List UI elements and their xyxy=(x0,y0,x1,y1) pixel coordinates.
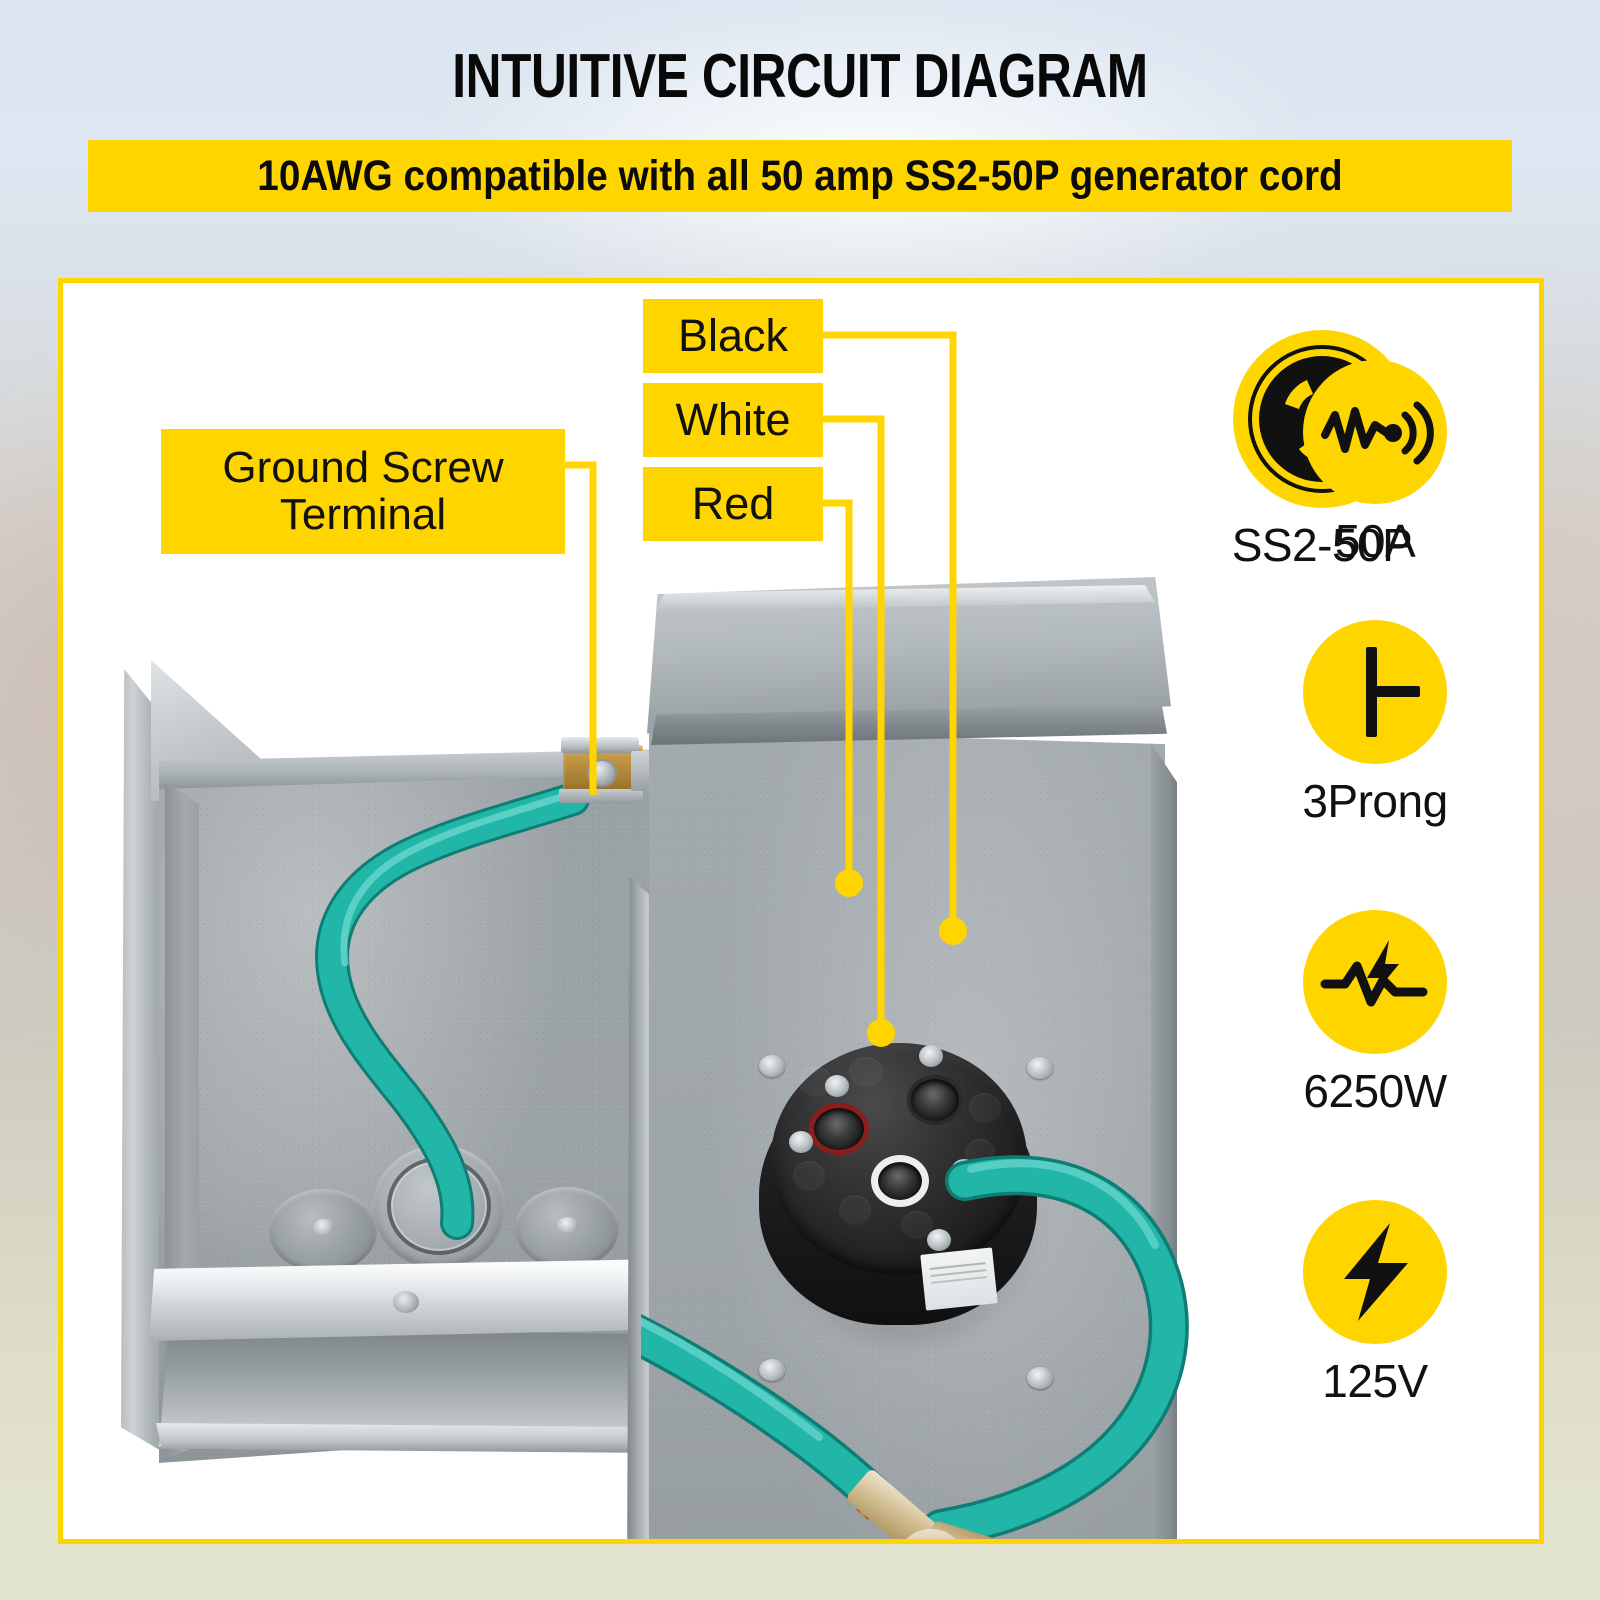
ground-wire-lug-joint xyxy=(841,1467,1041,1544)
callout-black: Black xyxy=(643,299,823,373)
spec-icon-column: SS2-50P 50A 3Prong xyxy=(1208,330,1508,1540)
ground-terminal-screw xyxy=(587,759,617,787)
copper-crimp-right xyxy=(935,1540,972,1544)
power-surge-icon xyxy=(1303,910,1447,1054)
callout-red: Red xyxy=(643,467,823,541)
receptacle-moulding-c xyxy=(969,1093,1001,1123)
mounting-screw-bottom-right xyxy=(1027,1367,1053,1389)
receptacle-side-screw-bottom xyxy=(927,1229,951,1251)
terminal-hole-red xyxy=(809,1103,869,1155)
terminal-hole-white xyxy=(871,1155,929,1207)
diagram-stage: Ground Screw Terminal Black White Red xyxy=(63,283,1539,1539)
spec-item-50a: 50A xyxy=(1270,360,1480,568)
terminal-hole-black xyxy=(907,1075,963,1125)
spec-item-3prong: 3Prong xyxy=(1270,620,1480,828)
header-subtitle: 10AWG compatible with all 50 amp SS2-50P… xyxy=(257,152,1343,200)
callout-ground-screw-terminal: Ground Screw Terminal xyxy=(161,429,565,554)
ground-terminal-tab xyxy=(631,751,649,791)
header-subtitle-band: 10AWG compatible with all 50 amp SS2-50P… xyxy=(88,140,1512,212)
spec-item-125v: 125V xyxy=(1270,1200,1480,1408)
ground-terminal-steel-foot xyxy=(559,789,643,803)
terminal-screw-red xyxy=(825,1075,849,1097)
page-title: INTUITIVE CIRCUIT DIAGRAM xyxy=(452,42,1148,111)
current-waveform-icon xyxy=(1303,360,1447,504)
receptacle-moulding-e xyxy=(793,1161,825,1191)
receptacle-moulding-b xyxy=(849,1057,883,1087)
enclosure-box xyxy=(627,577,1201,1539)
mounting-screw-top-right xyxy=(1027,1057,1053,1079)
ss2-50p-receptacle xyxy=(753,1033,1053,1347)
enclosure-cover-plate xyxy=(121,651,681,1511)
spec-label-6250w: 6250W xyxy=(1303,1065,1447,1117)
lug-ring xyxy=(899,1529,963,1539)
cover-lip-hole xyxy=(393,1291,419,1313)
spec-label-125v: 125V xyxy=(1322,1355,1428,1407)
box-ground-wire xyxy=(641,1155,1189,1539)
knockout-dimple-right xyxy=(557,1217,579,1233)
receptacle-side-screw-left xyxy=(789,1131,813,1153)
lightning-bolt-icon xyxy=(1303,1200,1447,1344)
callout-white: White xyxy=(643,383,823,457)
knockout-dimple-left xyxy=(313,1219,335,1235)
cover-bottom-edge xyxy=(156,1423,664,1453)
spec-label-3prong: 3Prong xyxy=(1302,775,1448,827)
lug-bolt xyxy=(915,1543,947,1544)
mounting-screw-top-left xyxy=(759,1055,785,1077)
ground-terminal-steel-cap xyxy=(561,737,639,753)
spec-item-6250w: 6250W xyxy=(1270,910,1480,1118)
receptacle-moulding-f xyxy=(839,1195,871,1225)
ground-screw-terminal xyxy=(557,735,649,807)
mounting-screw-bottom-left xyxy=(759,1359,785,1381)
spec-label-50a: 50A xyxy=(1334,515,1416,567)
three-prong-icon xyxy=(1303,620,1447,764)
terminal-screw-black xyxy=(919,1045,943,1067)
